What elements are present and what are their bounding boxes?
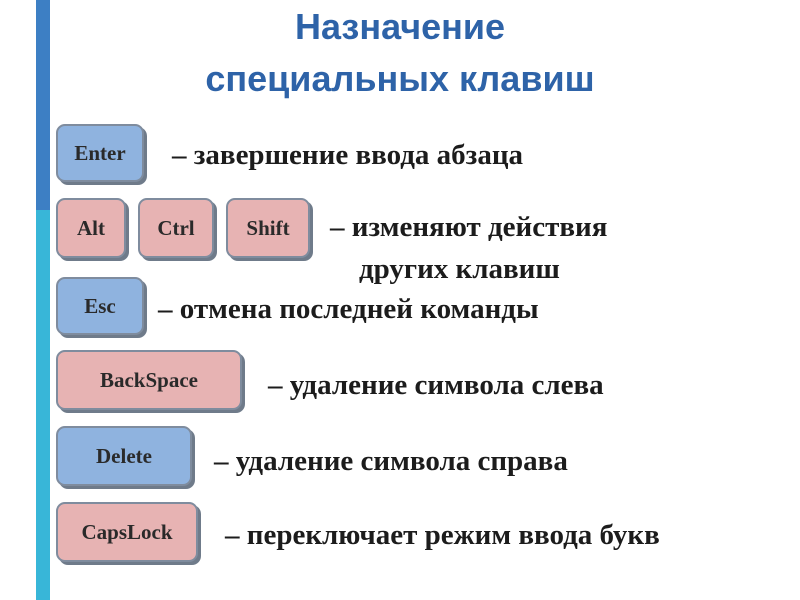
backspace-key: BackSpace: [56, 350, 242, 410]
modifiers-description-line2: других клавиш: [359, 253, 560, 285]
esc-key: Esc: [56, 277, 144, 335]
capslock-description: – переключает режим ввода букв: [225, 519, 660, 551]
accent-bar-light: [36, 210, 50, 600]
alt-key: Alt: [56, 198, 126, 258]
delete-description: – удаление символа справа: [214, 445, 568, 477]
capslock-key: CapsLock: [56, 502, 198, 562]
page-title-line2: специальных клавиш: [205, 58, 595, 99]
accent-bar-dark: [36, 0, 50, 210]
modifiers-description-line1: – изменяют действия: [330, 211, 608, 243]
shift-key: Shift: [226, 198, 310, 258]
delete-key: Delete: [56, 426, 192, 486]
backspace-description: – удаление символа слева: [268, 369, 604, 401]
ctrl-key: Ctrl: [138, 198, 214, 258]
enter-description: – завершение ввода абзаца: [172, 139, 524, 171]
enter-key: Enter: [56, 124, 144, 182]
esc-description: – отмена последней команды: [158, 293, 539, 325]
page-title-line1: Назначение: [294, 6, 506, 47]
